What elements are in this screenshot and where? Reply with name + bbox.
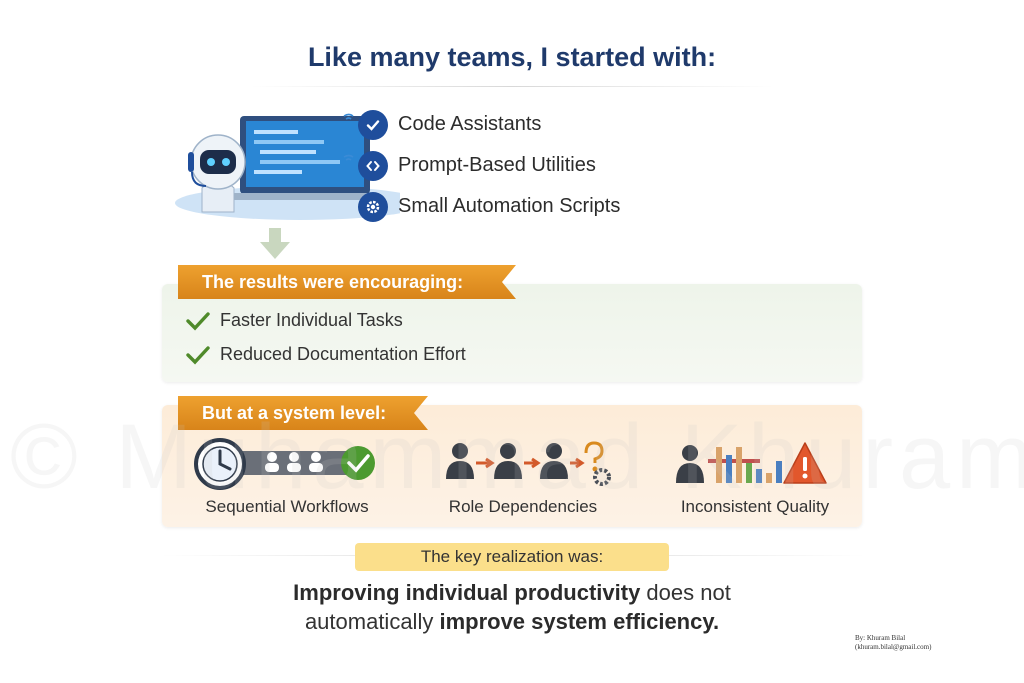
result-item: Reduced Documentation Effort — [186, 344, 466, 365]
down-arrow-icon — [260, 228, 290, 259]
signal-icon — [343, 113, 354, 120]
clock-queue-icon — [194, 438, 375, 490]
issue-inconsistent-quality: Inconsistent Quality — [640, 435, 870, 527]
signal-icon — [343, 154, 354, 161]
issue-label: Sequential Workflows — [205, 497, 369, 516]
issue-label: Role Dependencies — [448, 497, 598, 516]
issue-sequential-workflows: Sequential Workflows — [172, 435, 402, 527]
key-realization-label: The key realization was: — [355, 543, 669, 571]
title-divider — [250, 86, 774, 87]
check-icon — [358, 109, 388, 140]
tool-label: Prompt-Based Utilities — [398, 154, 596, 176]
robot-laptop-illustration — [175, 116, 400, 220]
tool-item-prompt-utilities: Prompt-Based Utilities — [340, 145, 620, 186]
result-item: Faster Individual Tasks — [186, 310, 403, 331]
results-heading-banner: The results were encouraging: — [178, 265, 516, 299]
checkmark-icon — [186, 345, 210, 364]
tool-item-code-assistants: Code Assistants — [340, 104, 620, 145]
tool-list: Code Assistants Prompt-Based Utilities S… — [340, 104, 620, 227]
issue-label: Inconsistent Quality — [680, 497, 830, 516]
conclusion-line-1: Improving individual productivity does n… — [293, 580, 731, 605]
tool-label: Code Assistants — [398, 113, 542, 135]
conclusion-text: Improving individual productivity does n… — [0, 578, 1024, 636]
handoff-chain-icon — [446, 441, 611, 486]
warning-chart-icon — [676, 442, 827, 484]
issue-role-dependencies: Role Dependencies — [408, 435, 638, 527]
gear-icon — [358, 191, 388, 222]
system-heading-banner: But at a system level: — [178, 396, 428, 430]
results-panel: Faster Individual Tasks Reduced Document… — [162, 284, 862, 382]
page-title: Like many teams, I started with: — [307, 42, 717, 72]
conclusion-line-2: automatically improve system efficiency. — [304, 609, 720, 634]
tool-label: Small Automation Scripts — [398, 195, 621, 217]
code-brackets-icon — [358, 150, 388, 181]
checkmark-icon — [186, 311, 210, 330]
tool-item-automation-scripts: Small Automation Scripts — [340, 186, 620, 227]
author-byline: By: Khuram Bilal (khuram.bilal@gmail.com… — [855, 634, 932, 651]
